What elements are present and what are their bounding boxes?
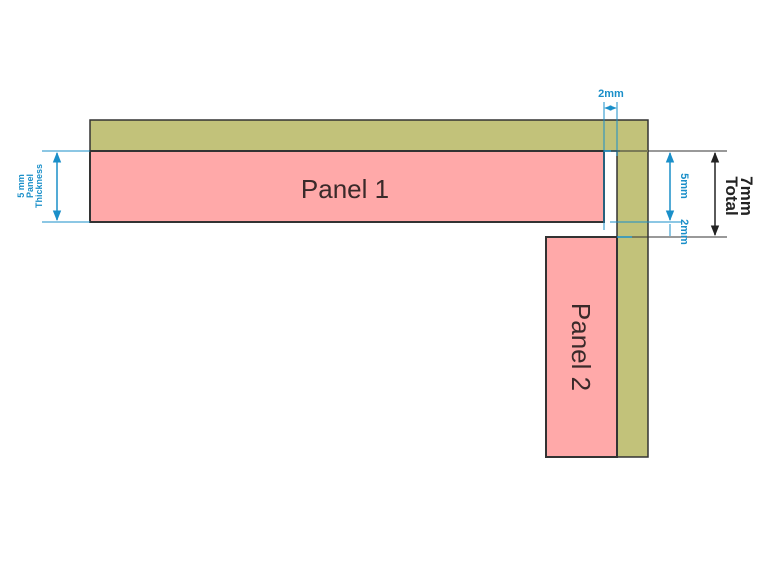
right-panel-dim-label: 5mm (678, 173, 690, 199)
right-dimensions: 5mm 2mm 7mm Total (610, 150, 756, 245)
left-dim-value: 5 mm (16, 174, 26, 198)
backing-side-strip (616, 150, 649, 458)
left-dim-line2: Panel (25, 174, 35, 198)
panel-2 (545, 236, 618, 458)
backing-top-bar (89, 119, 649, 152)
panel-2-label: Panel 2 (566, 303, 596, 391)
left-thickness-dimension: 5 mm Panel Thickness (16, 150, 90, 223)
right-gap-dim-label: 2mm (678, 219, 690, 245)
total-word-label: Total (722, 176, 741, 215)
panel-1-label: Panel 1 (301, 174, 389, 204)
left-dim-line3: Thickness (34, 164, 44, 208)
total-value-label: 7mm (737, 176, 756, 216)
top-gap-label: 2mm (598, 88, 624, 100)
top-gap-dimension: 2mm (598, 88, 624, 230)
